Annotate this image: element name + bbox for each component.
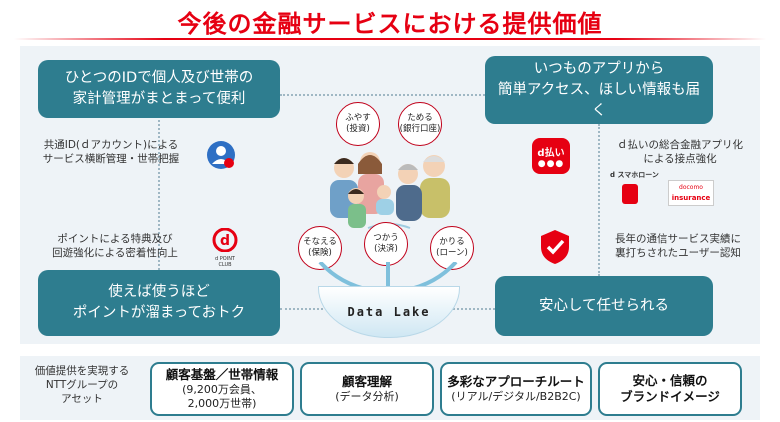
asset-heading: 顧客理解 <box>341 374 392 389</box>
bubble-line: (ローン) <box>436 248 468 258</box>
smartloan-logo-text: d スマホローン <box>610 171 659 179</box>
bubble-line: ためる <box>407 113 433 123</box>
family-illustration <box>330 152 450 229</box>
bubble-line: (保険) <box>308 248 332 258</box>
asset-sub: (9,200万会員、 <box>182 383 262 396</box>
grandfather-figure <box>420 155 450 218</box>
asset-heading: 多彩なアプローチルート <box>447 374 585 389</box>
dpoint-logo-text: d POINT CLUB <box>215 256 235 268</box>
user-account-icon <box>207 141 235 169</box>
value-box-household: ひとつのIDで個人及び世帯の家計管理がまとまって便利 <box>38 60 280 118</box>
box-line: いつものアプリから <box>533 60 665 77</box>
value-box-app: いつものアプリから簡単アクセス、ほしい情報も届く <box>485 56 713 124</box>
bubble-line: そなえる <box>303 237 337 247</box>
asset-heading: 安心・信頼の <box>632 373 708 388</box>
bubble-insure: そなえる(保険) <box>298 226 342 270</box>
assets-label: 価値提供を実現する NTTグループの アセット <box>22 364 142 406</box>
label-line: 回遊強化による密着性向上 <box>52 247 178 259</box>
bubble-save: ためる(銀行口座) <box>398 102 442 146</box>
asset-sub: (リアル/デジタル/B2B2C) <box>451 390 581 403</box>
label-line: ｄ払いの総合金融アプリ化 <box>617 139 743 151</box>
asset-sub: ブランドイメージ <box>620 389 720 404</box>
label-line: による接点強化 <box>643 153 717 165</box>
title-underline <box>14 38 766 40</box>
label-line: サービス横断管理・世帯把握 <box>42 153 180 165</box>
label-line: ポイントによる特典及び <box>57 233 173 245</box>
label-id-management: 共通ID(ｄアカウント)によるサービス横断管理・世帯把握 <box>26 138 196 166</box>
svg-text:d: d <box>220 233 230 249</box>
connector-left <box>158 120 160 270</box>
box-line: ひとつのIDで個人及び世帯の <box>64 70 254 86</box>
label-line: 裏打ちされたユーザー認知 <box>615 247 741 259</box>
connector-top <box>280 94 485 96</box>
asset-approach-routes: 多彩なアプローチルート (リアル/デジタル/B2B2C) <box>440 362 592 416</box>
baby-figure <box>376 185 394 215</box>
bubble-line: (決済) <box>374 244 398 254</box>
box-line: ポイントが溜まっておトク <box>72 305 246 321</box>
bubble-pay: つかう(決済) <box>364 222 408 266</box>
value-box-trust: 安心して任せられる <box>495 276 713 336</box>
grandmother-figure <box>396 164 422 221</box>
asset-customer-understanding: 顧客理解 (データ分析) <box>300 362 434 416</box>
insurance-text: insurance <box>671 194 711 202</box>
bubble-invest: ふやす(投資) <box>336 102 380 146</box>
assets-label-line: NTTグループの <box>45 379 119 391</box>
bubble-line: ふやす <box>345 113 371 123</box>
value-box-points: 使えば使うほどポイントが溜まっておトク <box>38 270 280 336</box>
asset-sub: (データ分析) <box>335 390 399 403</box>
page-title: 今後の金融サービスにおける提供価値 <box>177 10 603 38</box>
dbarai-app-icon: d払い ●●● <box>532 138 570 174</box>
connector-right <box>598 124 600 276</box>
asset-customer-base: 顧客基盤／世帯情報 (9,200万会員、 2,000万世帯) <box>150 362 294 416</box>
docomo-insurance-logo: docomo insurance <box>668 180 714 206</box>
label-points: ポイントによる特典及び回遊強化による密着性向上 <box>30 232 200 260</box>
dpoint-club-logo: d d POINT CLUB <box>208 227 242 268</box>
bubble-line: かりる <box>439 237 465 247</box>
asset-brand-trust: 安心・信頼の ブランドイメージ <box>598 362 742 416</box>
assets-label-line: アセット <box>61 393 103 405</box>
bubble-line: (投資) <box>346 124 370 134</box>
asset-heading: 顧客基盤／世帯情報 <box>165 367 279 382</box>
shield-check-icon <box>541 230 569 264</box>
docomo-text: docomo <box>679 184 703 191</box>
box-line: 家計管理がまとまって便利 <box>72 91 246 107</box>
box-line: 簡単アクセス、ほしい情報も届く <box>497 81 701 119</box>
label-line: 長年の通信サービス実績に <box>615 233 741 245</box>
mother-figure <box>358 152 384 214</box>
bubble-borrow: かりる(ローン) <box>430 226 474 270</box>
bubble-line: (銀行口座) <box>399 124 441 134</box>
dbarai-logo-text: d払い <box>537 148 565 159</box>
assets-label-line: 価値提供を実現する <box>34 365 130 377</box>
box-line: 使えば使うほど <box>108 284 210 300</box>
smart-loan-logo: d スマホローン <box>610 170 670 204</box>
label-line: 共通ID(ｄアカウント)による <box>43 139 179 151</box>
label-trust: 長年の通信サービス実績に裏打ちされたユーザー認知 <box>598 232 758 260</box>
bubble-line: つかう <box>373 233 399 243</box>
child-figure <box>348 188 366 228</box>
label-app: ｄ払いの総合金融アプリ化による接点強化 <box>600 138 760 166</box>
asset-sub: 2,000万世帯) <box>187 397 257 410</box>
box-line: 安心して任せられる <box>538 297 670 314</box>
